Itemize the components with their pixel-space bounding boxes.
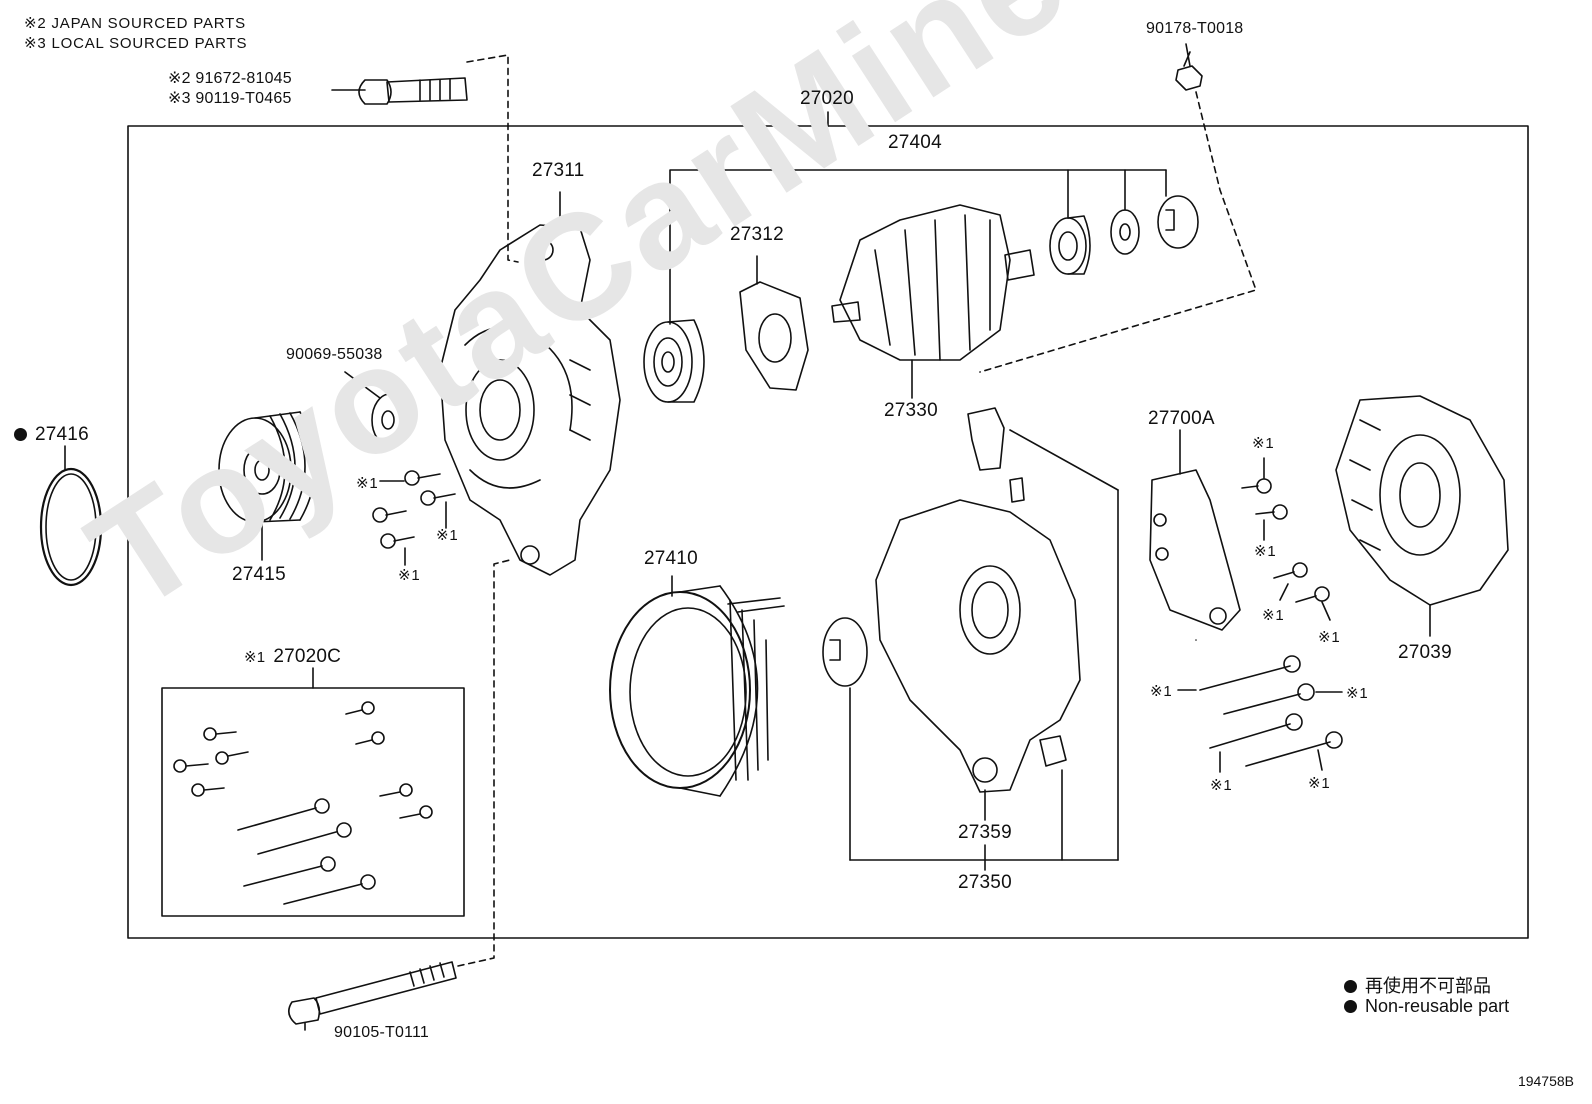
label-bolt-bottom[interactable]: 90105-T0111: [334, 1024, 430, 1041]
label-o-ring[interactable]: 27416: [14, 424, 89, 446]
legend-non-reusable-jp-text: 再使用不可部品: [1365, 976, 1491, 996]
label-drive-end-frame[interactable]: 27311: [532, 160, 585, 181]
rotor-drawing: [831, 204, 1035, 399]
screw-kit-frame: [161, 687, 465, 917]
mark-1-h: ※1: [1150, 683, 1173, 700]
mark-1-k: ※1: [1308, 775, 1331, 792]
label-rectifier-end-frame[interactable]: 27350: [958, 872, 1012, 893]
mark-1-e: ※1: [1254, 543, 1277, 560]
mark-1-a: ※1: [356, 475, 379, 492]
label-retainer-plate[interactable]: 27312: [730, 224, 784, 245]
label-rotor[interactable]: 27330: [884, 400, 938, 421]
label-regulator[interactable]: 27700A: [1148, 408, 1215, 429]
label-alternator-assy[interactable]: 27020: [800, 88, 854, 109]
mark-1-c: ※1: [398, 567, 421, 584]
o-ring-drawing: [39, 467, 103, 587]
legend-non-reusable-en-text: Non-reusable part: [1365, 996, 1510, 1016]
label-rear-cover[interactable]: 27039: [1398, 642, 1452, 663]
top-bolt-drawing: [331, 54, 519, 263]
label-screw-kit-mark: ※1: [244, 649, 266, 666]
label-washer[interactable]: 90069-55038: [286, 346, 383, 363]
mark-1-f: ※1: [1262, 607, 1285, 624]
legend-non-reusable-jp: 再使用不可部品: [1344, 972, 1491, 998]
note-local-sourced: ※3 LOCAL SOURCED PARTS: [24, 35, 248, 52]
legend-dot-icon: [1344, 980, 1357, 993]
small-screws-right: [1241, 457, 1331, 621]
mark-1-d: ※1: [1252, 435, 1275, 452]
mark-1-b: ※1: [436, 527, 459, 544]
screw-kit-drawing: [173, 701, 433, 905]
label-o-ring-text: 27416: [35, 424, 89, 445]
non-reusable-dot-icon: [14, 428, 27, 441]
mark-1-g: ※1: [1318, 629, 1341, 646]
pulley-drawing: [218, 411, 316, 561]
rectifier-end-frame-drawing: [822, 429, 1119, 871]
legend-dot-icon: [1344, 1000, 1357, 1013]
diagram-id: 194758B: [1517, 1073, 1574, 1089]
drive-end-frame-drawing: [439, 191, 621, 576]
legend-non-reusable-en: Non-reusable part: [1344, 996, 1509, 1017]
rear-bearing-drawing: [1049, 169, 1199, 275]
label-rotor-bearings[interactable]: 27404: [888, 132, 942, 153]
retainer-plate-drawing: [739, 255, 809, 391]
label-terminal-insulator[interactable]: 27359: [958, 822, 1012, 843]
assembly-frame: [127, 125, 1529, 939]
label-screw-kit[interactable]: ※1 27020C: [244, 646, 341, 668]
regulator-drawing: [1149, 429, 1241, 631]
mark-1-j: ※1: [1210, 777, 1233, 794]
front-bearing-drawing: [643, 169, 1167, 403]
label-bolt-top-local[interactable]: ※3 90119-T0465: [168, 90, 292, 107]
top-right-nut-drawing: [979, 51, 1257, 373]
stator-drawing: [609, 575, 785, 797]
label-stator[interactable]: 27410: [644, 548, 698, 569]
label-bolt-top-japan[interactable]: ※2 91672-81045: [168, 70, 292, 87]
mark-1-i: ※1: [1346, 685, 1369, 702]
small-screws-left: [372, 470, 456, 566]
rear-cover-drawing: [1335, 395, 1509, 637]
bottom-bolt-drawing: [288, 559, 511, 1031]
long-bolts-right: [1177, 655, 1343, 773]
label-nut-top-right[interactable]: 90178-T0018: [1146, 20, 1244, 37]
label-screw-kit-text: 27020C: [273, 646, 342, 667]
note-japan-sourced: ※2 JAPAN SOURCED PARTS: [24, 15, 246, 32]
label-pulley[interactable]: 27415: [232, 564, 286, 585]
